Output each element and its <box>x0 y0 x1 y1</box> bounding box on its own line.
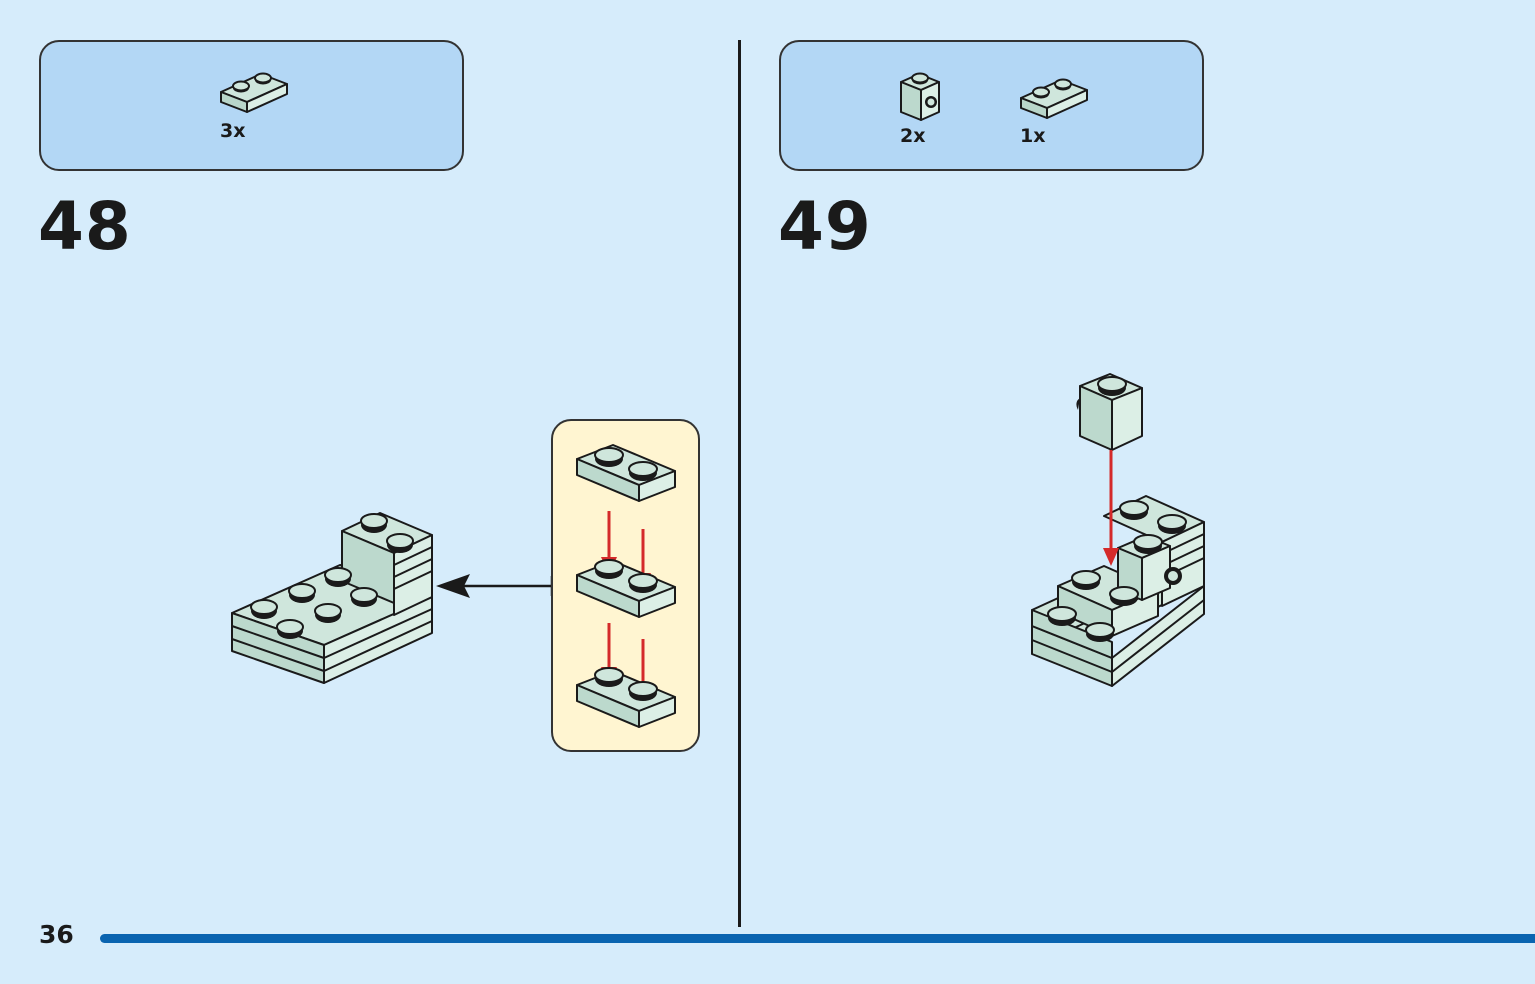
parts-list-step-49: 2x 1x <box>779 40 1204 171</box>
stacked-plates-diagram <box>576 444 676 728</box>
part-count: 3x <box>220 120 246 142</box>
part-count: 1x <box>1020 125 1046 147</box>
sub-assembly-callout <box>551 419 700 752</box>
placement-arrow <box>436 574 554 598</box>
step-number: 48 <box>38 188 132 265</box>
step-48-model <box>231 512 433 684</box>
brick-1x1-with-stud-side-icon <box>900 72 940 121</box>
parts-list-step-48: 3x <box>39 40 464 171</box>
plate-1x2-icon <box>220 72 288 113</box>
page-number: 36 <box>39 920 74 949</box>
step-49-model <box>1031 373 1205 687</box>
plate-1x2-icon <box>1020 78 1088 119</box>
part-count: 2x <box>900 125 926 147</box>
page-footer-rule <box>100 934 1535 943</box>
step-number: 49 <box>778 188 872 265</box>
page-divider <box>738 40 741 927</box>
